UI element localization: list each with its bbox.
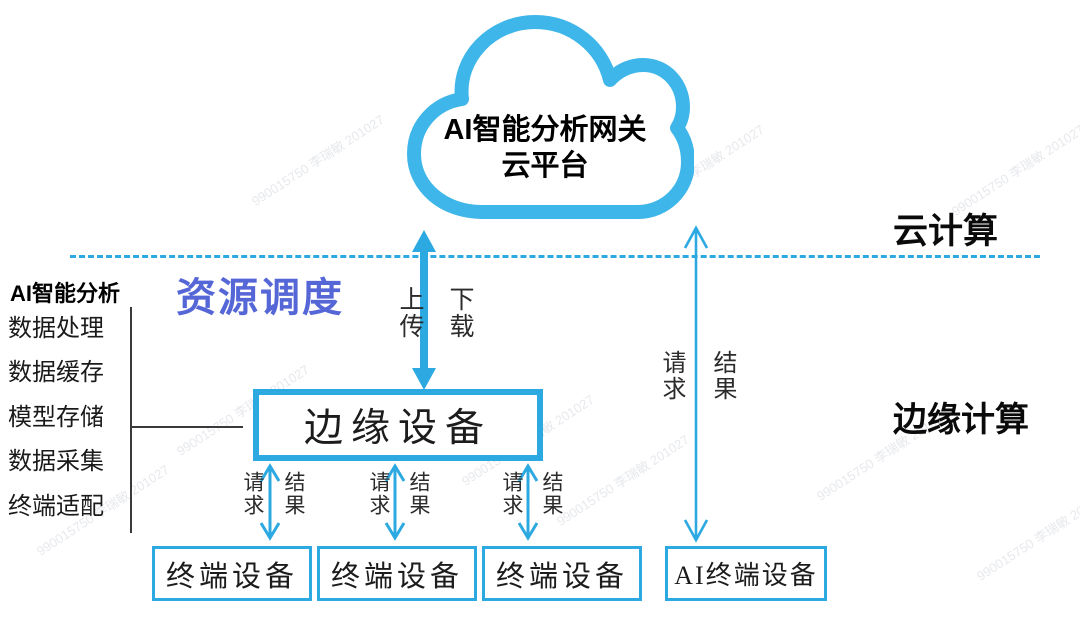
cloud-platform-title: AI智能分析网关 云平台 (425, 112, 665, 184)
left-panel-item: 数据采集 (8, 448, 104, 475)
upload-label: 上传 (396, 286, 423, 340)
upload-download-arrow (412, 230, 436, 390)
left-panel-header: AI智能分析 (10, 281, 121, 306)
edge-device-box: 边缘设备 (253, 389, 543, 461)
left-panel-connector-line (132, 426, 243, 428)
download-label: 下载 (446, 286, 473, 340)
terminal3-result-label: 结果 (540, 471, 564, 517)
cloud-title-line2: 云平台 (501, 150, 589, 182)
watermark: 990015750 李瑞敏 201027 (553, 431, 692, 529)
terminal2-result-label: 结果 (407, 471, 431, 517)
terminal3-request-result-arrow (517, 463, 539, 541)
ai-request-label: 请求 (658, 350, 684, 402)
left-panel-bracket-line (130, 307, 132, 533)
terminal3-request-label: 请求 (500, 471, 524, 517)
left-panel-item: 数据处理 (8, 315, 104, 342)
left-panel-item: 数据缓存 (8, 359, 104, 386)
left-panel-item: 模型存储 (8, 404, 104, 431)
cloud-icon (407, 15, 694, 219)
cloud-edge-divider-line (70, 255, 1040, 258)
resource-scheduling-label: 资源调度 (176, 276, 344, 320)
terminal-device-box: 终端设备 (482, 546, 642, 601)
terminal1-result-label: 结果 (282, 471, 306, 517)
cloud-title-line1: AI智能分析网关 (443, 114, 647, 146)
terminal-device-box: 终端设备 (317, 546, 477, 601)
left-panel-item: 终端适配 (8, 493, 104, 520)
terminal2-request-label: 请求 (367, 471, 391, 517)
ai-result-label: 结果 (709, 350, 735, 402)
edge-computing-zone-label: 边缘计算 (893, 401, 1029, 439)
terminal1-request-label: 请求 (241, 471, 265, 517)
terminal1-request-result-arrow (259, 463, 281, 541)
ai-terminal-device-box: AI终端设备 (665, 546, 827, 601)
terminal2-request-result-arrow (384, 463, 406, 541)
watermark: 990015750 李瑞敏 201027 (973, 486, 1080, 584)
cloud-computing-zone-label: 云计算 (893, 212, 999, 251)
terminal-device-box: 终端设备 (152, 546, 312, 601)
ai-terminal-request-result-arrow (683, 225, 709, 543)
watermark: 990015750 李瑞敏 201027 (248, 111, 387, 209)
